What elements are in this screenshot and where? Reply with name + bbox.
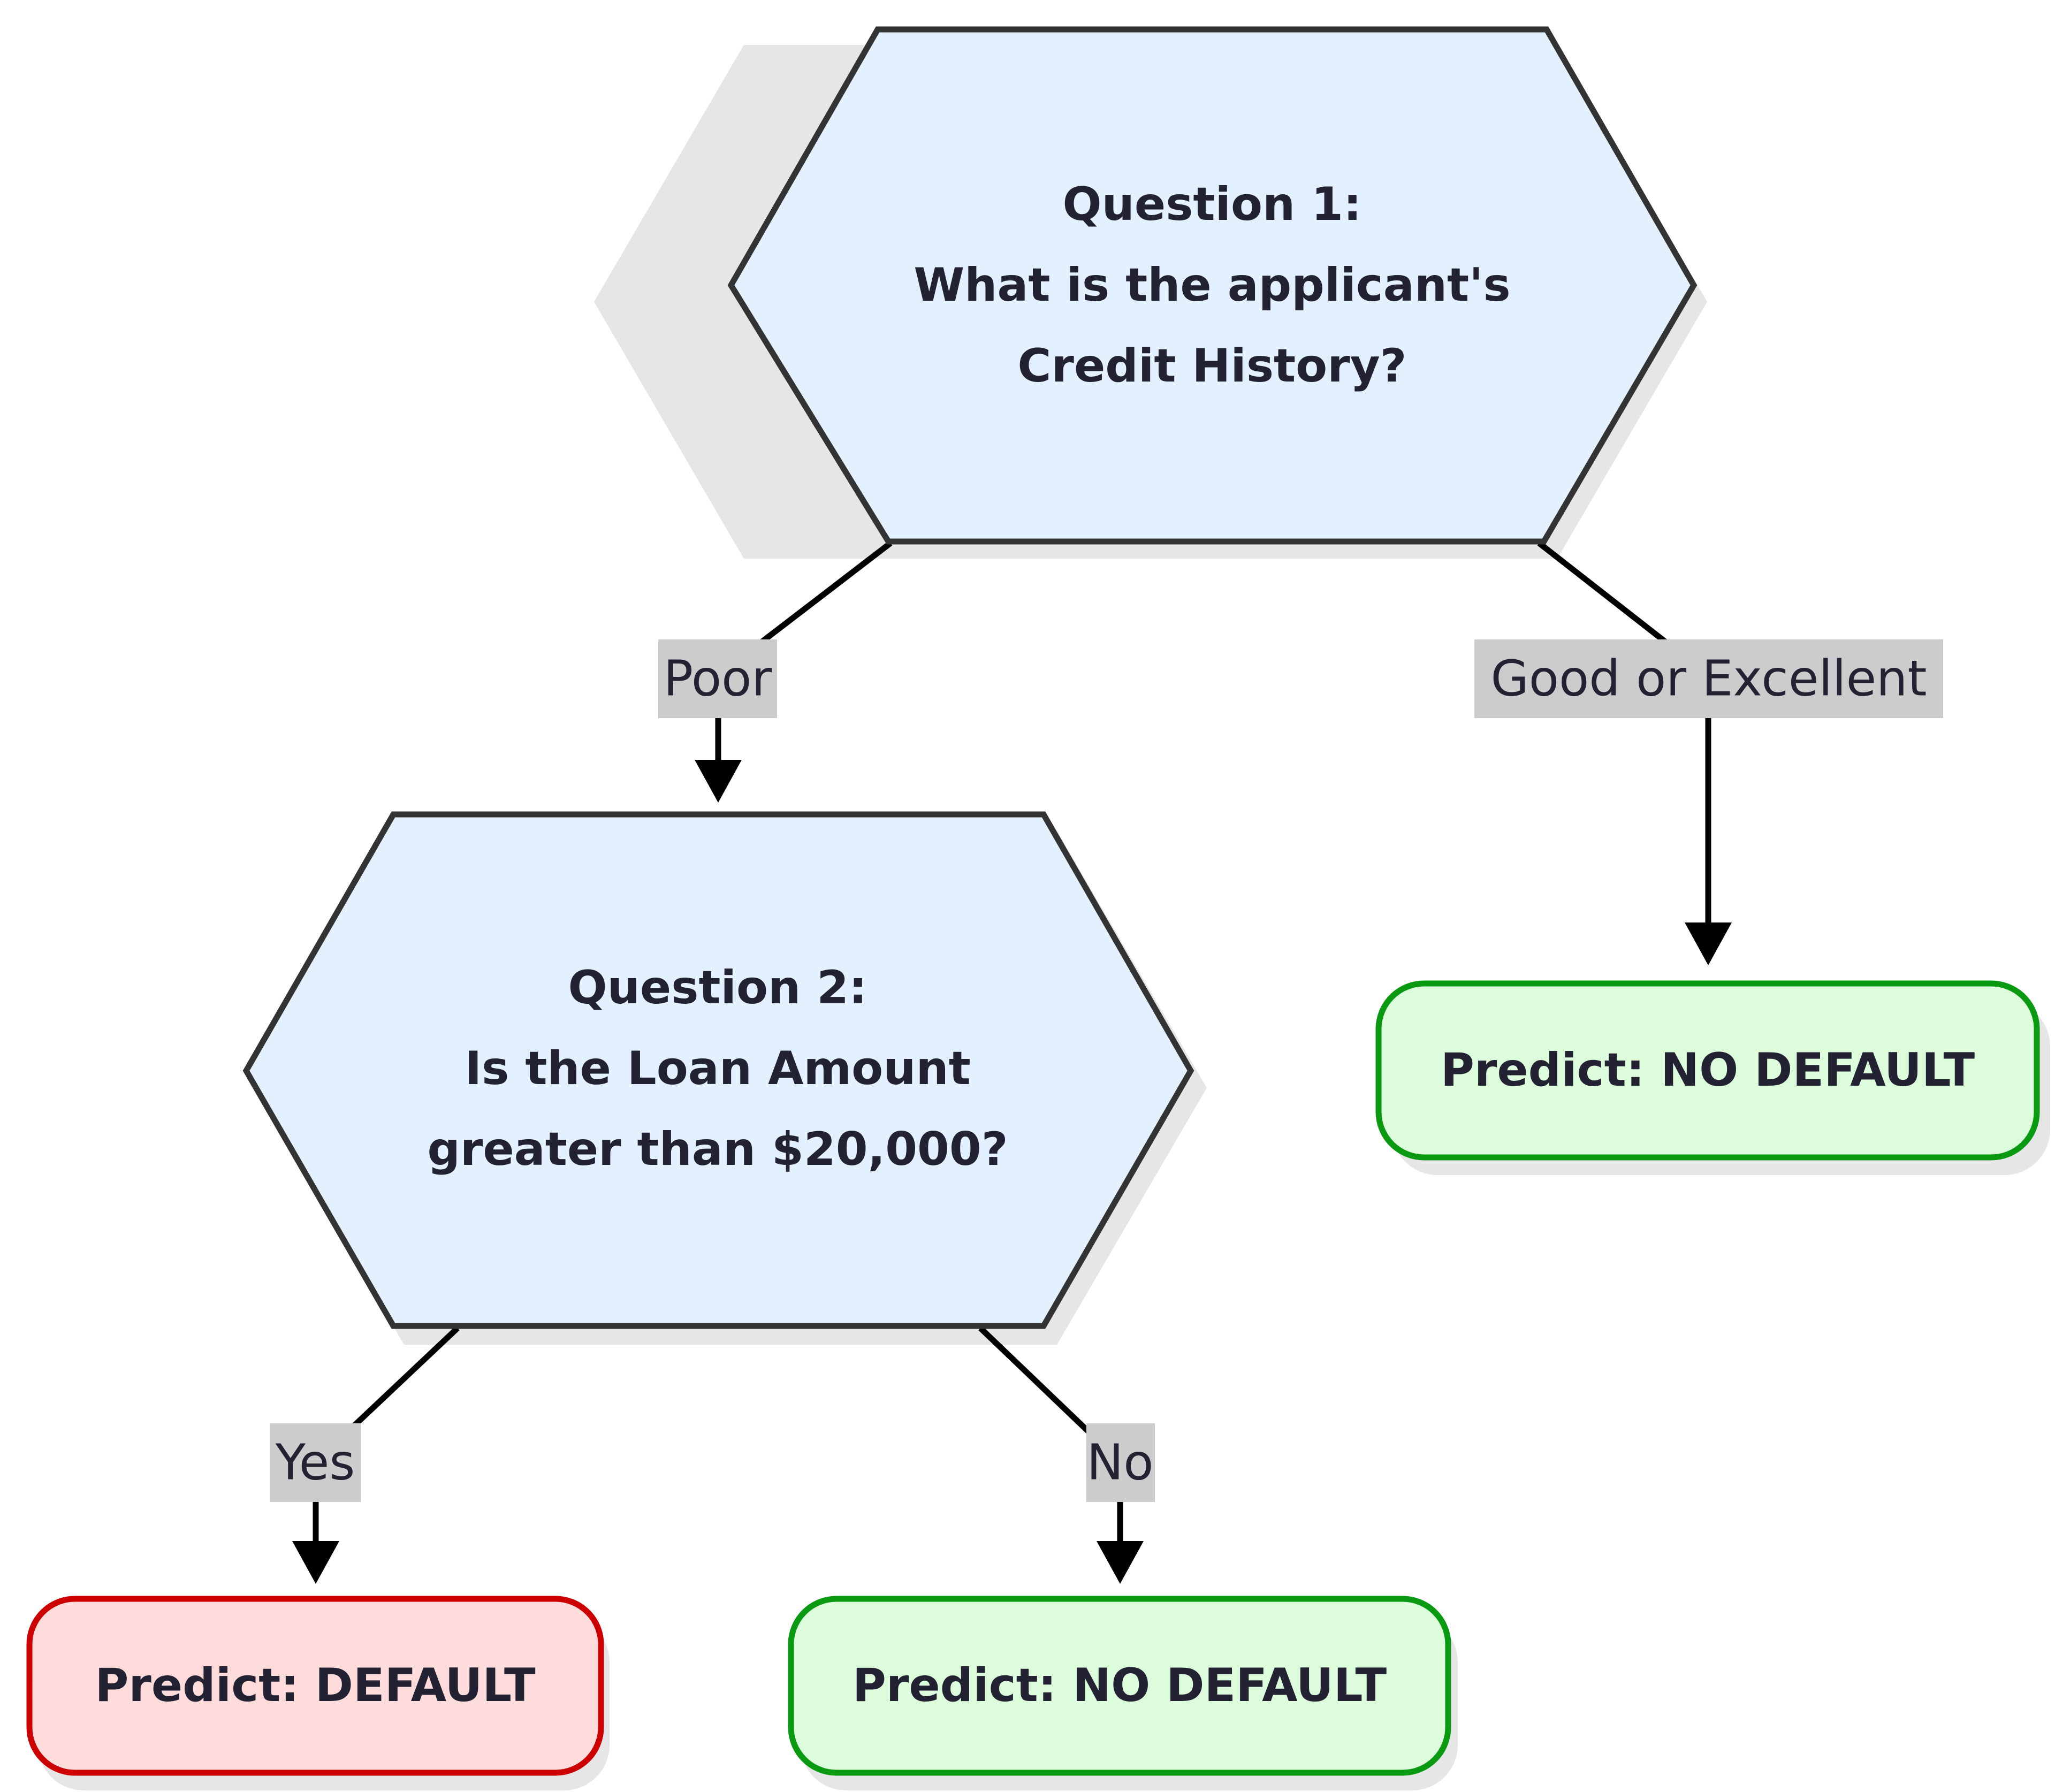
leaf-no-default-bottom: Predict: NO DEFAULT [788,1596,1451,1776]
edge-no: No [978,1326,1155,1584]
edge-no-label: No [1086,1434,1153,1491]
question-1-node: Question 1: What is the applicant's Cred… [727,26,1698,545]
question-2-line-3: greater than $20,000? [427,1123,1008,1176]
question-1-shape [727,26,1698,545]
question-1-line-2: What is the applicant's [914,258,1510,312]
question-1-line-1: Question 1: [1063,178,1362,231]
edge-poor-arrowhead [695,760,742,803]
question-2-shape [242,811,1194,1329]
edge-good-label-bg [1474,639,1943,718]
edge-poor: Poor [658,540,893,803]
question-2-line-2: Is the Loan Amount [465,1042,971,1095]
leaf-no-default-bottom-label: Predict: NO DEFAULT [853,1659,1387,1712]
edge-good-label: Good or Excellent [1490,650,1927,707]
leaf-no-default-bottom-shape [788,1596,1451,1776]
question-2-node: Question 2: Is the Loan Amount greater t… [242,811,1194,1329]
edge-good-line [1537,540,1711,922]
edge-no-label-bg [1086,1423,1155,1502]
leaf-no-default-right: Predict: NO DEFAULT [1375,980,2040,1161]
edge-no-arrowhead [1097,1541,1144,1584]
edge-good: Good or Excellent [1474,540,1943,965]
edge-yes-arrowhead [292,1541,339,1584]
leaf-default: Predict: DEFAULT [26,1596,604,1776]
edge-yes-label-bg [270,1423,361,1502]
question-1-line-3: Credit History? [1017,339,1406,393]
edge-yes-label: Yes [275,1434,355,1491]
edge-poor-label-bg [658,639,777,718]
edge-poor-label: Poor [664,650,772,707]
edge-yes: Yes [270,1325,460,1584]
edge-good-arrowhead [1685,922,1732,965]
leaf-no-default-right-label: Predict: NO DEFAULT [1441,1043,1975,1097]
question-2-line-1: Question 2: [568,961,867,1015]
leaf-default-label: Predict: DEFAULT [95,1659,536,1712]
leaf-default-shape [26,1596,604,1776]
leaf-no-default-right-shape [1375,980,2040,1161]
